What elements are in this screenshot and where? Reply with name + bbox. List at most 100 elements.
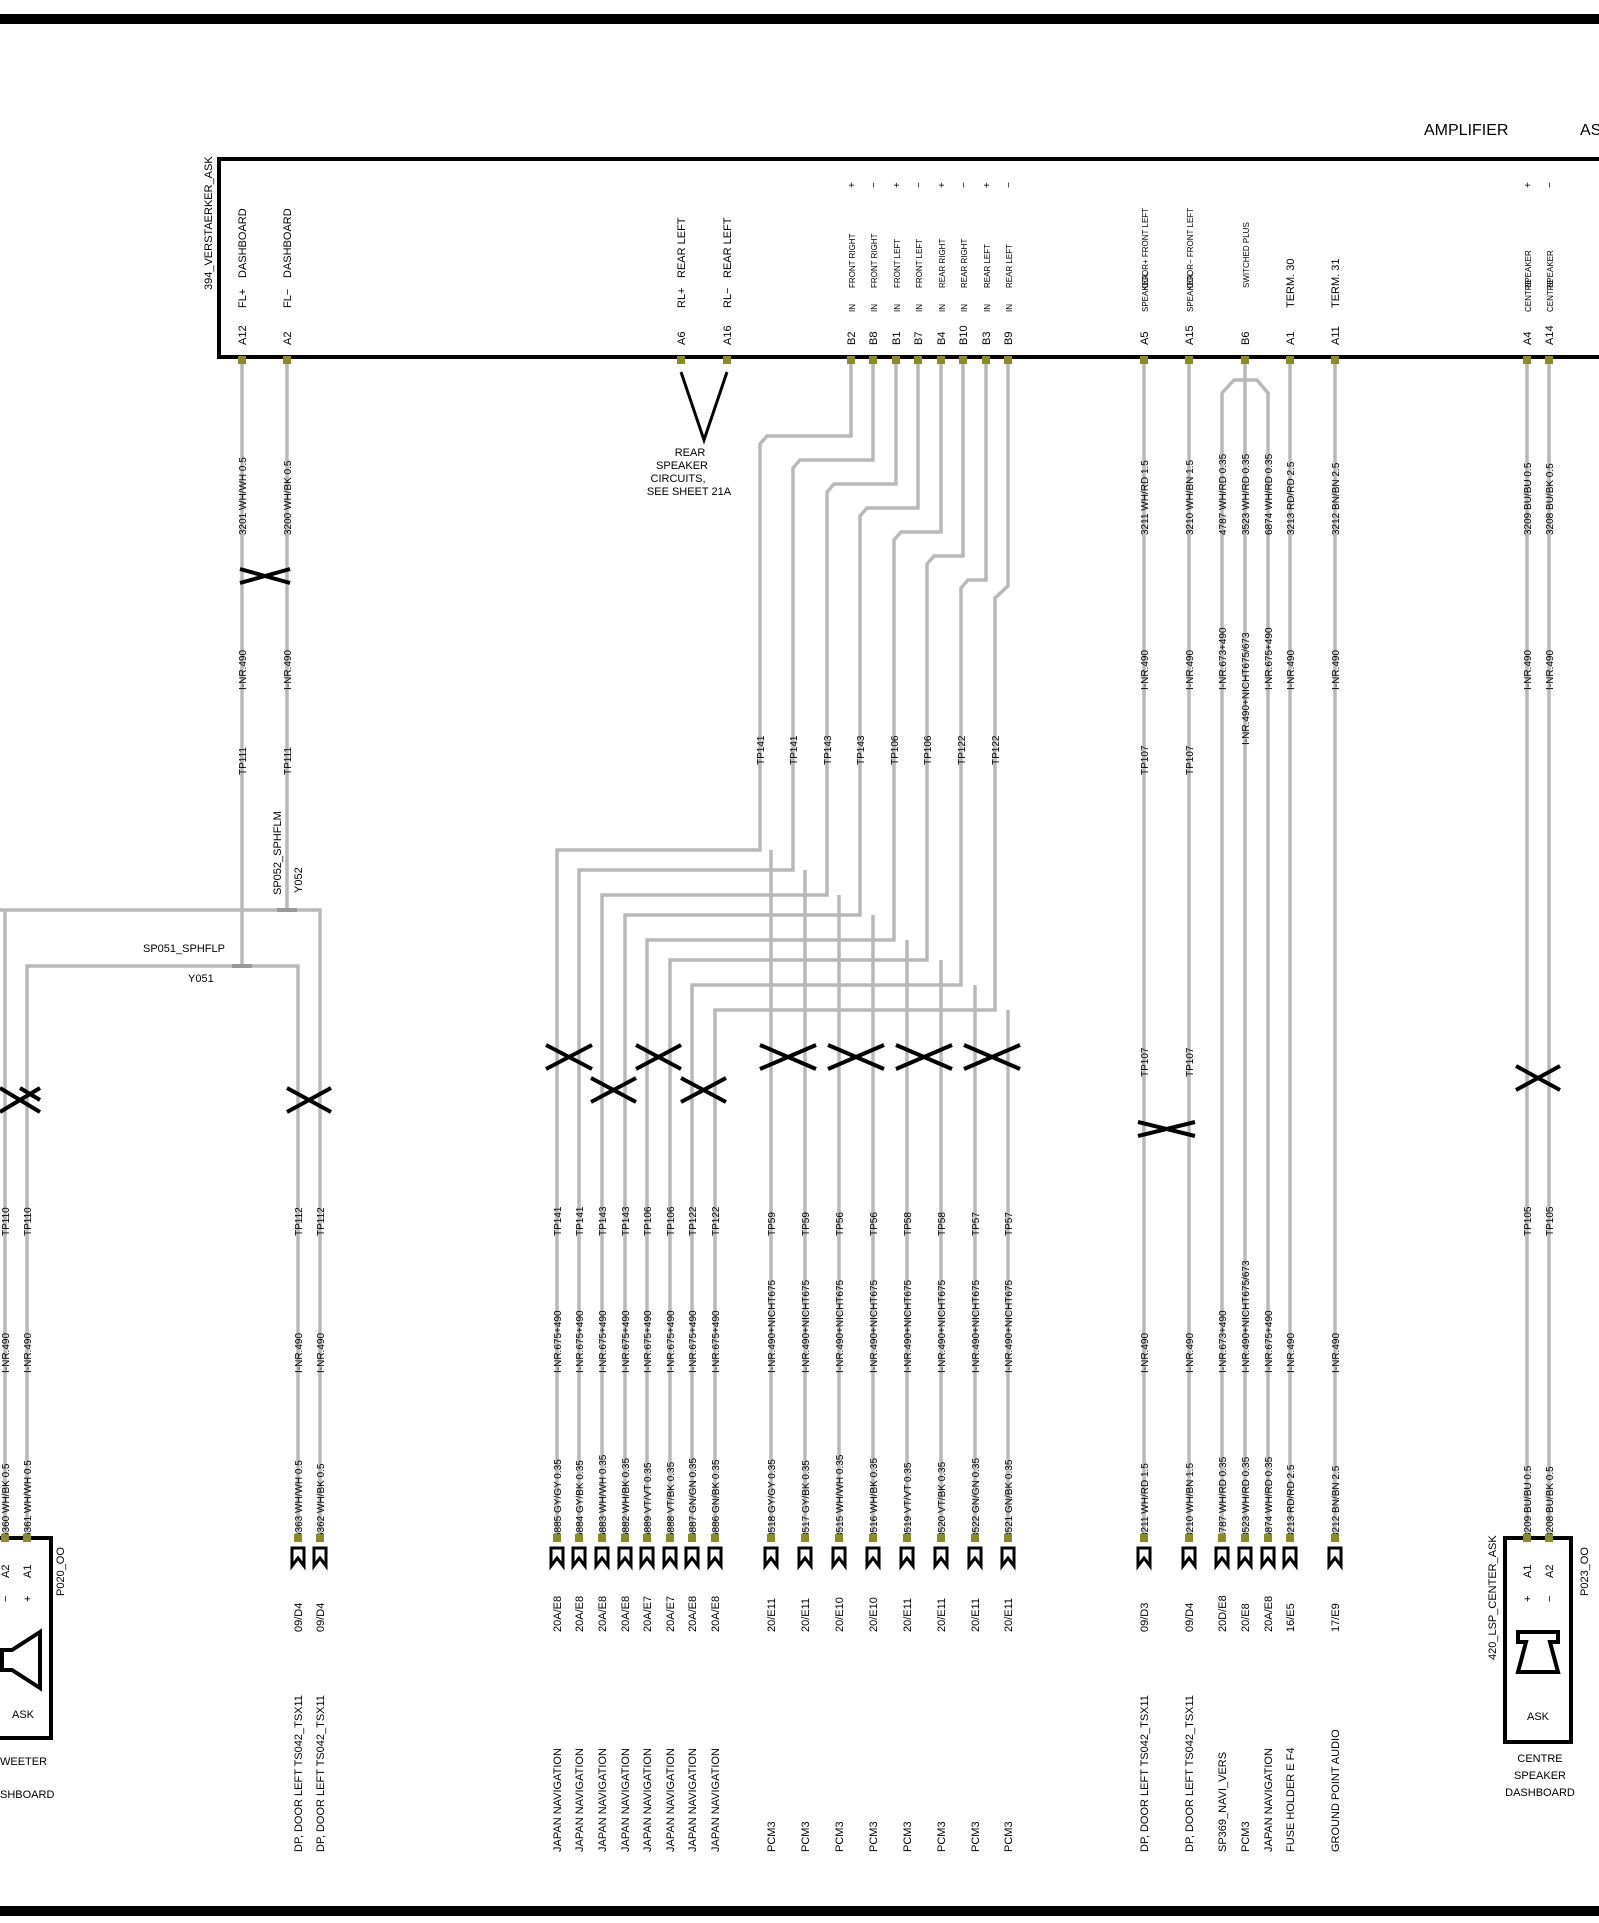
wire-label: 3213 RD/RD 2.5 [1286,1464,1297,1538]
twist-marker [827,1043,885,1071]
routed-wire [25,964,300,1538]
tp-label: TP56 [869,1212,880,1236]
nr-label: I-NR.490 [1331,1333,1342,1373]
twist-markers [0,567,1561,1138]
connector-terminal-icon [865,1546,881,1571]
connector-label: 20A/E8 [620,1596,632,1632]
connector-terminal-icon [594,1546,610,1571]
pin-pad [847,356,855,364]
location-label: JAPAN NAVIGATION [710,1748,722,1852]
location-label: FUSE HOLDER E F4 [1285,1747,1297,1852]
amp-pin-function: TERM. 31 [1330,258,1342,308]
connector-terminal-icon [1000,1546,1016,1571]
amp-pin-desc: FRONT RIGHT [848,233,857,288]
connector-terminal-icon [1237,1546,1253,1571]
centre-speaker-caption: DASHBOARD [1505,1787,1575,1799]
pin-pad [23,1534,31,1542]
amp-pin: A6 [676,332,688,345]
pin-pad [1140,356,1148,364]
twist-marker [895,1043,953,1071]
amp-pin-function: SPEAKER, [1141,272,1150,312]
nr-label: I-NR.490 [1185,1333,1196,1373]
tp-label: TP141 [553,1206,564,1236]
tp-label: TP106 [666,1206,677,1236]
tp-label: TP106 [643,1206,654,1236]
tp-label: TP110 [1,1207,12,1236]
connector-label: 17/E9 [1330,1603,1342,1632]
nr-label: I-NR.490 [23,1333,34,1373]
tp-label: TP112 [316,1207,327,1236]
pin-pad [1241,356,1249,364]
amp-pin-sign: − [959,182,970,188]
connector-terminal-icon [617,1546,633,1571]
centre-speaker-pin: A1 [1522,1565,1534,1578]
location-label: PCM3 [834,1821,846,1852]
wire-label: 3522 GN/GN 0.35 [971,1458,982,1538]
connector-terminal-icon [899,1546,915,1571]
connector-terminal-icon [797,1546,813,1571]
wire-label: 3519 VT/VT 0.35 [903,1462,914,1538]
wire-label: 3213 RD/RD 2.5 [1286,461,1297,535]
pin-pad [914,356,922,364]
routed-wire [668,357,965,1538]
amp-pin-function: FL+ [237,289,249,308]
amp-pin-sign: − [869,182,880,188]
pin-pad [937,356,945,364]
connector-label: 20/E10 [834,1597,846,1632]
connector-label: 20A/E8 [1263,1596,1275,1632]
pin-pad [666,1534,674,1542]
tp-label: TP106 [923,735,934,765]
rear-circuits-arrow [679,371,729,445]
amplifier-box [217,157,1599,359]
tp-label: TP122 [957,735,968,765]
amp-pin: A11 [1330,326,1342,345]
tp-label: TP57 [1004,1212,1015,1236]
tp-label: TP107 [1140,1047,1151,1077]
tp-label: TP105 [1545,1206,1556,1236]
left-speaker-brand: ASK [12,1709,35,1721]
connector-terminal-icon [312,1546,328,1571]
centre-speaker-caption: CENTRE [1517,1753,1562,1765]
amp-pin: B3 [981,332,993,345]
pin-pad [1264,1534,1272,1542]
location-label: PCM3 [1240,1821,1252,1852]
location-label: PCM3 [936,1821,948,1852]
location-label: PCM3 [800,1821,812,1852]
connector-terminal-icon [684,1546,700,1571]
amp-pin: A4 [1522,332,1534,345]
amp-pin-sign: + [847,182,858,188]
amp-pin-desc: DASHBOARD [237,208,249,278]
amp-pin-function: TERM. 30 [1285,258,1297,308]
amp-pin-desc: REAR RIGHT [938,239,947,288]
connector-label: 20A/E7 [665,1596,677,1632]
amp-pin: B10 [958,325,970,345]
connector-label: 20A/E8 [552,1596,564,1632]
wire-label: 6361 WH/WH 0.5 [23,1460,34,1538]
wire-label: 3523 WH/RD 0.35 [1241,1456,1252,1538]
wire-label: 4787 WH/RD 0.35 [1218,453,1229,535]
twist-marker [635,1043,682,1071]
connector-terminal-icon [1260,1546,1276,1571]
connector-label: 20/E11 [766,1598,778,1632]
left-speaker-pin-sign: + [22,1596,34,1602]
wire-label: 3523 WH/RD 0.35 [1241,453,1252,535]
tp-label: TP58 [937,1212,948,1236]
tp-label: TP141 [756,735,767,765]
nr-label: I-NR.490+NICHT675 [1004,1279,1015,1373]
nr-label: I-NR.490+NICHT675 [937,1279,948,1373]
wire-label: 3211 WH/RD 1.5 [1140,1463,1151,1538]
nr-label: I-NR.675+490 [711,1310,722,1373]
amp-pin-function: IN [870,304,879,312]
amp-pin-function: IN [938,304,947,312]
pin-pad [1286,356,1294,364]
pin-pad [1185,1534,1193,1542]
pin-pad [1218,1534,1226,1542]
amp-pin-desc: REAR LEFT [983,244,992,288]
amp-pin-desc: DOOR− FRONT LEFT [1186,208,1195,288]
amp-pin-function: SPEAKER, [1186,272,1195,312]
pin-pad [903,1534,911,1542]
connector-terminal-icon [290,1546,306,1571]
